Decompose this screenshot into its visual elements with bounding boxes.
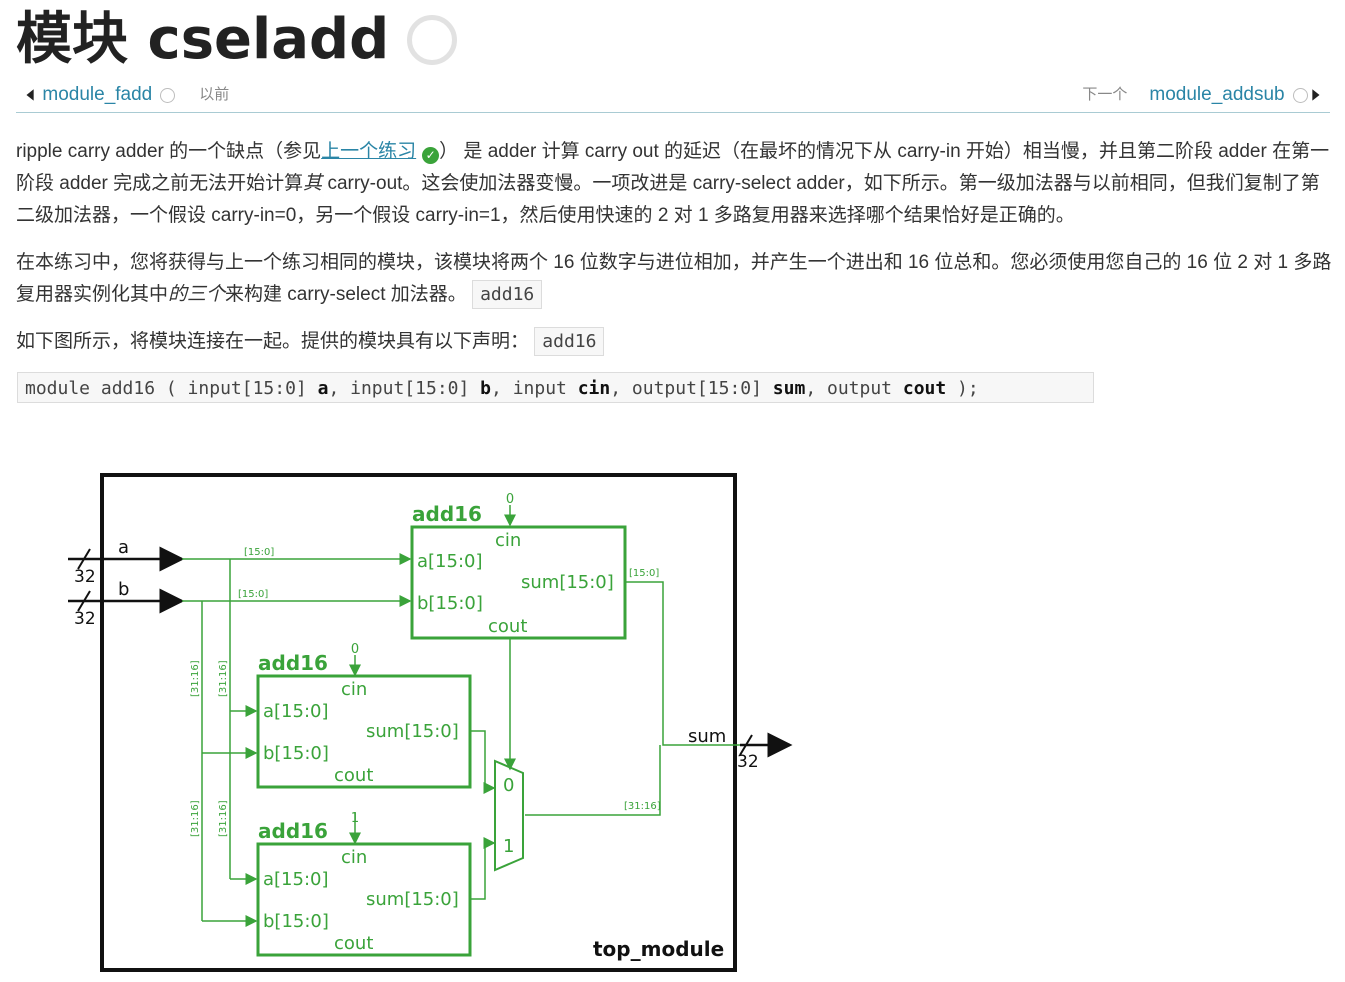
p3-text: 如下图所示，将模块连接在一起。提供的模块具有以下声明：: [16, 331, 530, 352]
adder-bottom-a: a[15:0]: [263, 869, 329, 890]
green-wires: [182, 505, 740, 927]
bus-slash-b: [77, 590, 91, 612]
adder-middle-b: b[15:0]: [263, 743, 329, 764]
intro-paragraph: ripple carry adder 的一个缺点（参见上一个练习 ✓） 是 add…: [16, 136, 1334, 232]
input-b-width: 32: [74, 609, 96, 629]
adder-bottom-b: b[15:0]: [263, 911, 329, 932]
adder-top-name: add16: [412, 502, 482, 526]
code-seg-2: , input[15:0]: [328, 378, 481, 399]
cin-const-middle: 0: [351, 642, 359, 657]
code-port-cin: cin: [577, 378, 611, 399]
nav-next: 下一个 module_addsub 🢒: [1082, 83, 1320, 107]
check-circle-icon: ✓: [422, 147, 440, 164]
input-a-label: a: [118, 537, 129, 558]
p2-inline-code: add16: [472, 280, 543, 309]
adder-bottom-name: add16: [258, 819, 328, 843]
prev-problem-link[interactable]: module_fadd: [42, 84, 153, 105]
next-problem-link[interactable]: module_addsub: [1149, 84, 1285, 105]
code-seg-3: , input: [491, 378, 578, 399]
adder-top-sum: sum[15:0]: [521, 572, 614, 593]
next-label: 下一个: [1082, 86, 1128, 103]
adder-bottom-cout: cout: [334, 933, 373, 954]
page-title: 模块 cseladd: [16, 2, 458, 78]
adder-middle-a: a[15:0]: [263, 701, 329, 722]
input-b-label: b: [118, 579, 129, 600]
bus-label-a-31-16-lower: [31:16]: [218, 800, 229, 837]
arrow-right-icon[interactable]: 🢒: [1311, 82, 1320, 107]
mux-input-0: 0: [503, 775, 514, 796]
p2-text-1: 在本练习中，您将获得与上一个练习相同的模块，该模块将两个 16 位数字与进位相加…: [16, 252, 1332, 305]
adder-bottom-block: [256, 842, 472, 957]
p2-emphasis: 的三个: [168, 284, 226, 305]
p3-inline-code: add16: [534, 327, 605, 356]
top-module-frame: [100, 473, 737, 972]
code-port-sum: sum: [772, 378, 806, 399]
input-a-width: 32: [74, 567, 96, 587]
adder-top-cin: cin: [495, 530, 521, 551]
p1-emphasis: 其: [303, 173, 323, 194]
status-circle-icon: [407, 15, 458, 65]
adder-top-cout: cout: [488, 616, 527, 637]
adder-middle-cout: cout: [334, 765, 373, 786]
output-sum-label: sum: [688, 726, 726, 747]
page-title-text: 模块 cseladd: [16, 7, 390, 72]
code-seg-4: , output[15:0]: [610, 378, 773, 399]
code-seg-5: , output: [805, 378, 903, 399]
bus-slash-a: [77, 548, 91, 570]
p2-text-2: 来构建 carry-select 加法器。: [225, 284, 467, 305]
module-declaration-code: module add16 ( input[15:0] a, input[15:0…: [17, 372, 1094, 403]
top-module-label: top_module: [593, 937, 724, 961]
code-port-cout: cout: [902, 378, 947, 399]
adder-bottom-cin: cin: [341, 847, 367, 868]
previous-exercise-link[interactable]: 上一个练习: [321, 141, 417, 162]
prev-status-circle-icon: [160, 87, 176, 103]
bus-label-sum-31-16: [31:16]: [624, 801, 661, 812]
code-seg-6: );: [946, 378, 979, 399]
problem-nav: 🢐 module_fadd 以前 下一个 module_addsub 🢒: [16, 80, 1330, 113]
bus-label-b-15-0: [15:0]: [238, 589, 268, 600]
nav-prev: 🢐 module_fadd 以前: [26, 83, 229, 107]
adder-top-a: a[15:0]: [417, 551, 483, 572]
p1-text-3: carry-out。这会使加法器变慢。一项改进是 carry-select ad…: [16, 173, 1320, 226]
adder-middle-sum: sum[15:0]: [366, 721, 459, 742]
p1-text-1: ripple carry adder 的一个缺点（参见: [16, 141, 322, 162]
bus-label-a-15-0: [15:0]: [244, 547, 274, 558]
output-sum-width: 32: [737, 752, 759, 772]
prev-label: 以前: [199, 86, 230, 103]
mux-2to1: [494, 759, 524, 872]
adder-middle-cin: cin: [341, 679, 367, 700]
next-status-circle-icon: [1292, 87, 1308, 103]
bus-label-b-31-16-lower: [31:16]: [190, 800, 201, 837]
p1-text-2: ） 是 adder 计算 carry out 的延迟（在最坏的情况下从 carr…: [16, 141, 1330, 194]
cin-const-bottom: 1: [351, 811, 359, 826]
arrow-left-icon[interactable]: 🢐: [26, 82, 35, 107]
exercise-paragraph: 在本练习中，您将获得与上一个练习相同的模块，该模块将两个 16 位数字与进位相加…: [16, 247, 1334, 311]
bus-label-sum-15-0: [15:0]: [629, 568, 659, 579]
bus-slash-sum: [739, 734, 753, 756]
bus-label-b-31-16-upper: [31:16]: [190, 660, 201, 697]
code-seg-1: module add16 ( input[15:0]: [25, 378, 318, 399]
cin-const-top: 0: [506, 492, 514, 507]
mux-input-1: 1: [503, 836, 514, 857]
carry-select-diagram: top_module a b 32 32 sum: [68, 473, 793, 972]
bus-label-a-31-16-upper: [31:16]: [218, 660, 229, 697]
adder-middle-block: [256, 674, 472, 789]
adder-middle-name: add16: [258, 651, 328, 675]
adder-bottom-sum: sum[15:0]: [366, 889, 459, 910]
adder-top-block: [410, 525, 627, 640]
declaration-paragraph: 如下图所示，将模块连接在一起。提供的模块具有以下声明： add16: [16, 326, 1334, 358]
adder-top-b: b[15:0]: [417, 593, 483, 614]
code-port-a: a: [317, 378, 329, 399]
code-port-b: b: [480, 378, 492, 399]
